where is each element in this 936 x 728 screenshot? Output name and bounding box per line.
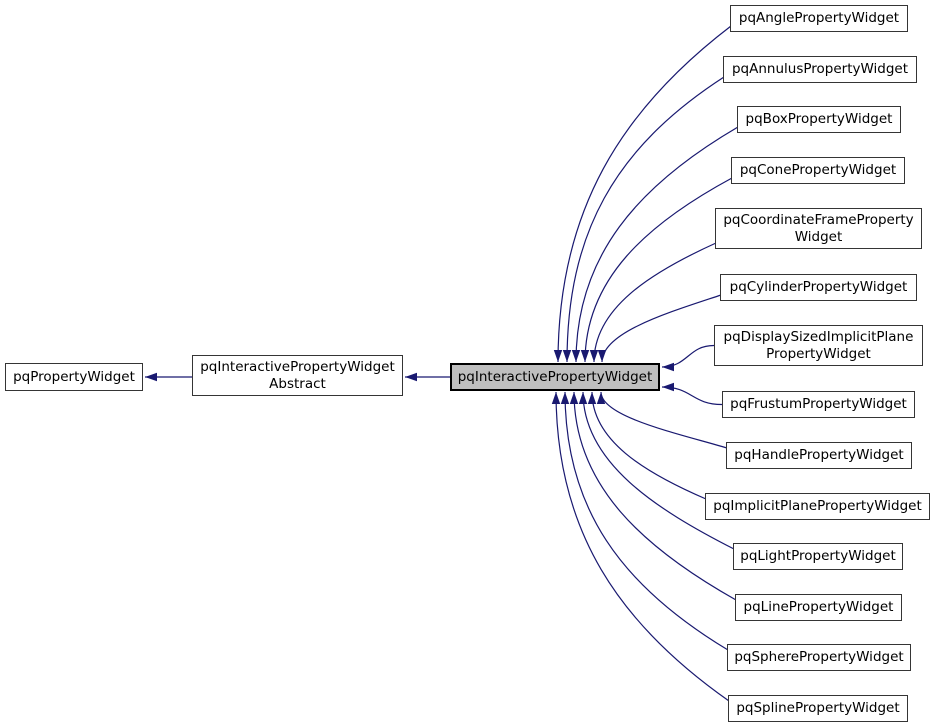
node-pqPropertyWidget[interactable]: pqPropertyWidget <box>5 363 143 391</box>
node-pqSpherePropertyWidget[interactable]: pqSpherePropertyWidget <box>727 644 911 671</box>
node-pqAnglePropertyWidget[interactable]: pqAnglePropertyWidget <box>730 5 908 32</box>
node-pqBoxPropertyWidget[interactable]: pqBoxPropertyWidget <box>737 106 901 133</box>
node-pqHandlePropertyWidget[interactable]: pqHandlePropertyWidget <box>726 442 912 469</box>
node-pqConePropertyWidget[interactable]: pqConePropertyWidget <box>731 157 905 184</box>
node-pqInteractivePropertyWidget[interactable]: pqInteractivePropertyWidget <box>450 363 660 391</box>
node-pqAnnulusPropertyWidget[interactable]: pqAnnulusPropertyWidget <box>723 56 917 83</box>
node-pqLinePropertyWidget[interactable]: pqLinePropertyWidget <box>735 594 902 621</box>
node-pqImplicitPlanePropertyWidget[interactable]: pqImplicitPlanePropertyWidget <box>705 493 930 520</box>
node-pqCoordinateFramePropertyWidget[interactable]: pqCoordinateFrameProperty Widget <box>715 208 922 249</box>
node-pqDisplaySizedImplicitPlanePropertyWidget[interactable]: pqDisplaySizedImplicitPlane PropertyWidg… <box>714 325 923 366</box>
node-pqSplinePropertyWidget[interactable]: pqSplinePropertyWidget <box>728 695 908 722</box>
node-pqLightPropertyWidget[interactable]: pqLightPropertyWidget <box>733 543 903 570</box>
node-pqFrustumPropertyWidget[interactable]: pqFrustumPropertyWidget <box>722 391 915 418</box>
node-pqCylinderPropertyWidget[interactable]: pqCylinderPropertyWidget <box>720 274 917 301</box>
node-pqInteractivePropertyWidgetAbstract[interactable]: pqInteractivePropertyWidget Abstract <box>192 355 403 396</box>
